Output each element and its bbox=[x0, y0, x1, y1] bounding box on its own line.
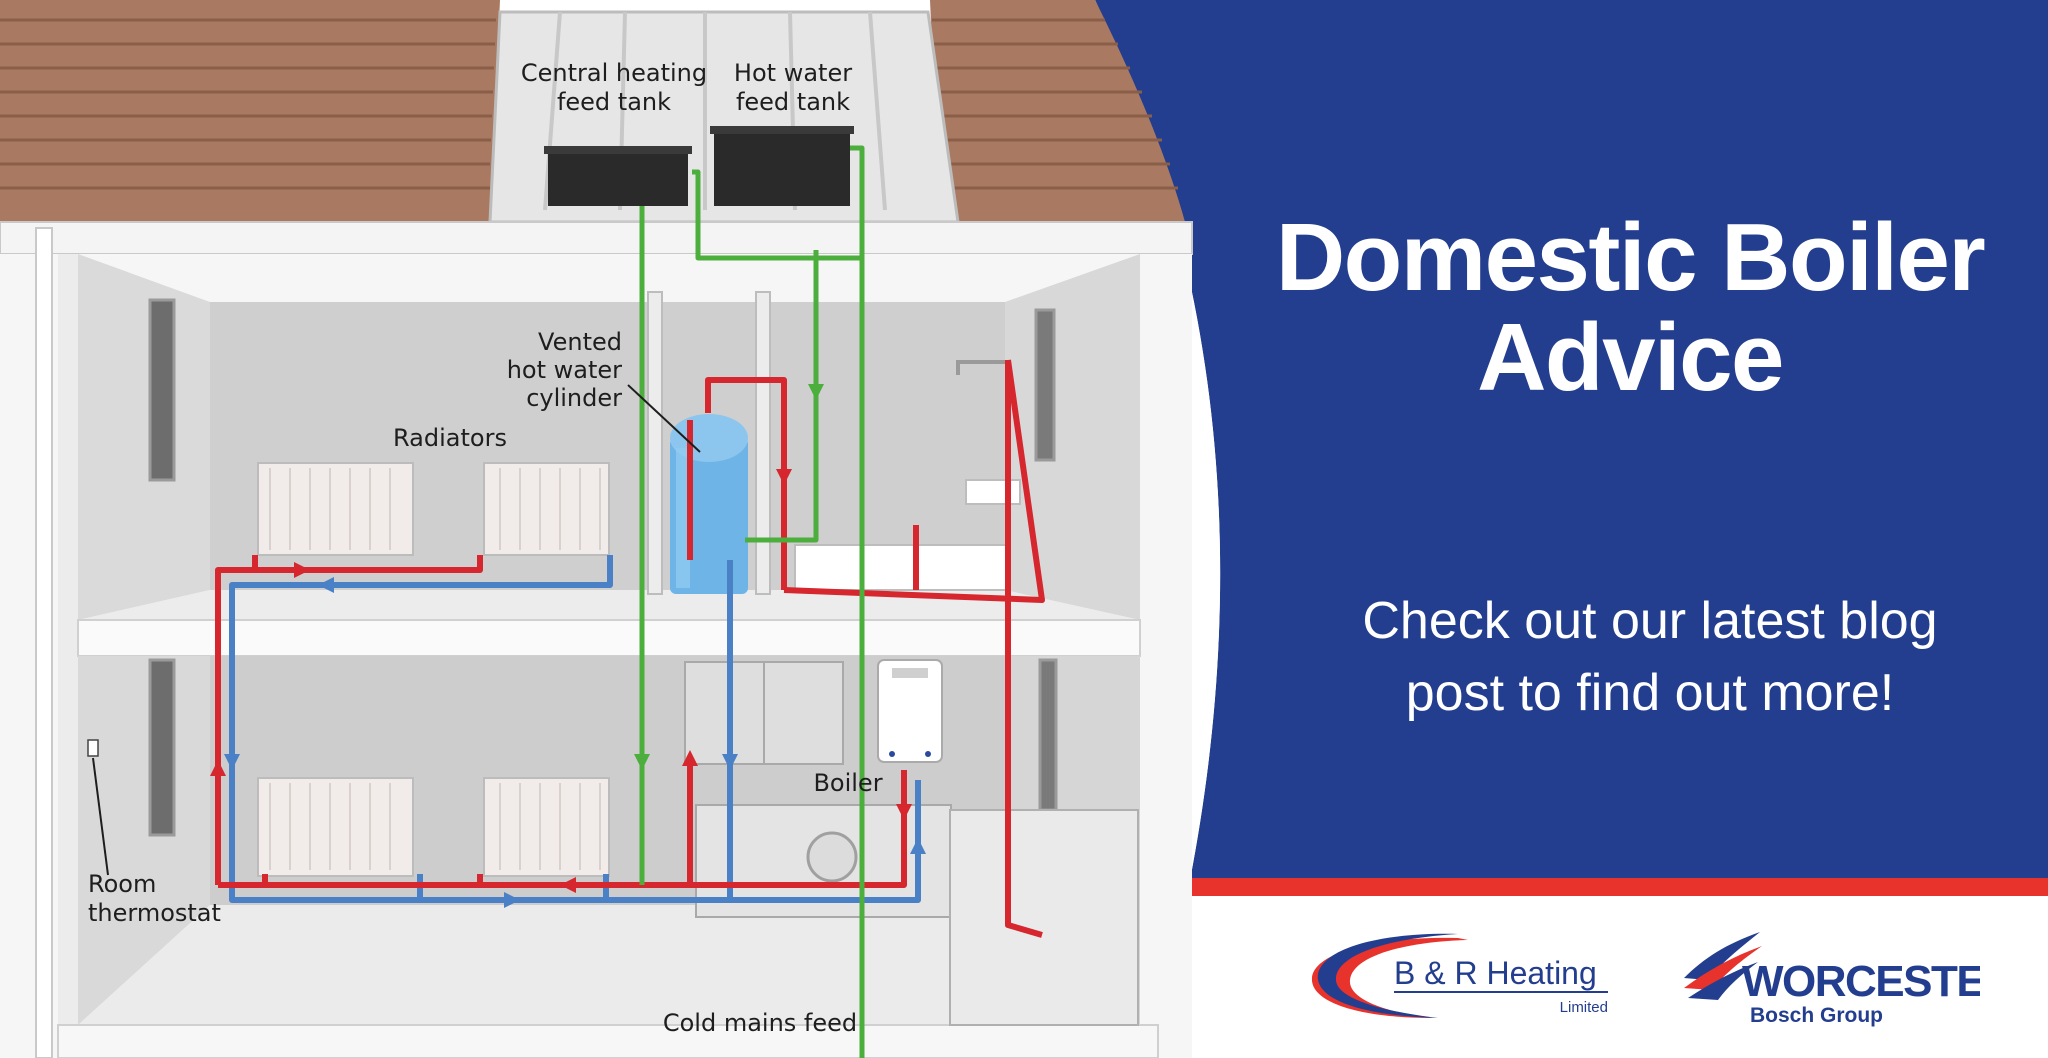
worcester-bosch-group: Bosch Group bbox=[1750, 1004, 1883, 1027]
bath bbox=[794, 544, 1011, 591]
feed-tank-icon-central bbox=[544, 146, 692, 206]
headline-line-2: Advice bbox=[1477, 304, 1784, 411]
window-lower-left bbox=[148, 658, 176, 837]
cupboard-wall-right bbox=[755, 291, 771, 595]
worcester-swoosh-logo: WORCESTER Bosch Group bbox=[1684, 932, 1980, 1027]
wall-left-edge bbox=[58, 254, 78, 1058]
headline: Domestic Boiler Advice bbox=[1215, 208, 2045, 408]
feed-tank-icon-hot bbox=[710, 126, 854, 206]
label-cylinder-3: cylinder bbox=[526, 384, 622, 412]
blog-cta-text: Check out our latest blog post to find o… bbox=[1300, 585, 2000, 729]
radiator-icon-lower-1 bbox=[257, 777, 414, 877]
red-stripe bbox=[1190, 878, 2048, 896]
upper-floor bbox=[78, 590, 1140, 620]
label-thermostat-2: thermostat bbox=[88, 899, 221, 927]
label-central-tank-2: feed tank bbox=[557, 88, 671, 116]
worcester-name: WORCESTER bbox=[1742, 957, 1980, 1006]
radiator-icon-upper-1 bbox=[257, 462, 414, 556]
lower-room-left bbox=[78, 656, 210, 1025]
window-upper-right bbox=[1034, 308, 1056, 462]
br-heating-limited: Limited bbox=[1560, 999, 1608, 1016]
radiator-icon-lower-2 bbox=[483, 777, 610, 877]
label-thermostat-1: Room bbox=[88, 870, 156, 898]
radiator-icon-upper-2 bbox=[483, 462, 610, 556]
subline-line-2: post to find out more! bbox=[1405, 664, 1895, 722]
pipe-flow-arrows bbox=[210, 384, 926, 908]
window-lower-right bbox=[1038, 658, 1058, 812]
label-cylinder-2: hot water bbox=[507, 356, 622, 384]
shower-head bbox=[956, 360, 1005, 375]
washing-machine bbox=[806, 831, 858, 883]
roof-tile-lines bbox=[0, 18, 1178, 190]
eaves-fascia bbox=[0, 221, 1193, 255]
label-hot-tank-2: feed tank bbox=[736, 88, 850, 116]
headline-line-1: Domestic Boiler bbox=[1275, 204, 1986, 311]
downpipe bbox=[35, 227, 53, 1058]
label-central-tank-1: Central heating bbox=[521, 59, 707, 87]
br-heating-ellipse-logo: B & R Heating Limited bbox=[1311, 933, 1608, 1018]
mid-floor-slab bbox=[77, 619, 1141, 657]
window-upper-left bbox=[148, 298, 176, 482]
roof-left bbox=[0, 0, 500, 222]
feed-pipework bbox=[639, 145, 865, 1058]
upper-room-left bbox=[78, 254, 210, 620]
blue-panel bbox=[1095, 0, 2048, 880]
label-cold-mains: Cold mains feed bbox=[663, 1009, 857, 1037]
cylinder-leader-line bbox=[627, 384, 701, 453]
side-units bbox=[949, 809, 1139, 1026]
basin bbox=[965, 479, 1021, 505]
label-cylinder-1: Vented bbox=[538, 328, 622, 356]
boiler-unit-icon bbox=[877, 659, 943, 763]
ground-slab bbox=[57, 1024, 1159, 1058]
thermostat-leader-line bbox=[92, 757, 109, 876]
label-radiators: Radiators bbox=[393, 424, 507, 452]
upper-room-right bbox=[1005, 254, 1140, 620]
lower-floor bbox=[78, 905, 1140, 1025]
label-hot-tank-1: Hot water bbox=[734, 59, 852, 87]
hot-water-cylinder-icon bbox=[670, 414, 748, 594]
worcester-swoosh-icon bbox=[1684, 932, 1760, 980]
flow-pipework bbox=[215, 359, 1045, 938]
cupboard-wall-left bbox=[647, 291, 663, 595]
label-boiler: Boiler bbox=[813, 769, 882, 797]
room-thermostat-icon bbox=[87, 739, 99, 757]
br-heating-name: B & R Heating bbox=[1394, 955, 1597, 991]
roof-right bbox=[930, 0, 1185, 222]
subline-line-1: Check out our latest blog bbox=[1362, 592, 1938, 650]
